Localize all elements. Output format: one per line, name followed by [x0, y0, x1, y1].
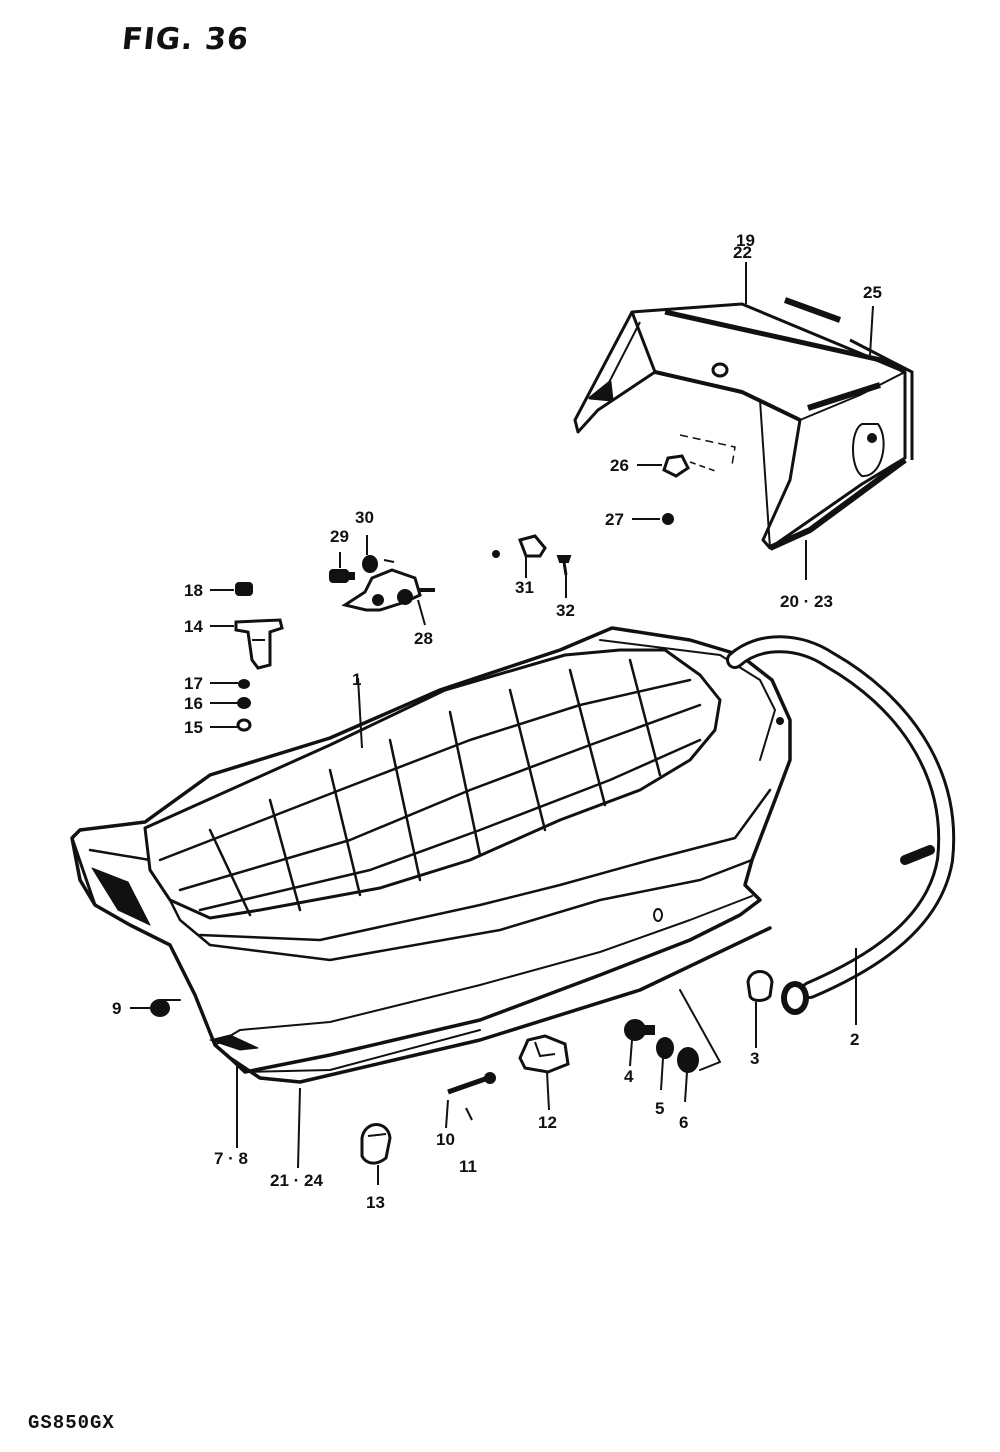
callout-31: 31 [515, 578, 534, 597]
callout-15: 15 [184, 718, 203, 737]
callout-22: 22 [733, 243, 752, 262]
callout-labels: 19 22 25 26 27 20 · 23 29 30 31 32 28 18… [112, 231, 882, 1212]
callout-5: 5 [655, 1099, 664, 1118]
callout-4: 4 [624, 1067, 634, 1086]
callout-17: 17 [184, 674, 203, 693]
callout-16: 16 [184, 694, 203, 713]
callout-14: 14 [184, 617, 203, 636]
callout-10: 10 [436, 1130, 455, 1149]
seat-quilting [143, 648, 722, 920]
callout-3: 3 [750, 1049, 759, 1068]
callout-30: 30 [355, 508, 374, 527]
callout-26: 26 [610, 456, 629, 475]
callout-13: 13 [366, 1193, 385, 1212]
main-seat [70, 626, 792, 1084]
callout-1: 1 [352, 670, 361, 689]
callout-32: 32 [556, 601, 575, 620]
callout-20-23: 20 · 23 [780, 592, 833, 611]
callout-27: 27 [605, 510, 624, 529]
callout-25: 25 [863, 283, 882, 302]
callout-21-24: 21 · 24 [270, 1171, 323, 1190]
callout-7-8: 7 · 8 [214, 1149, 248, 1168]
hardware-parts [150, 454, 774, 1165]
callout-19: 19 [736, 231, 755, 250]
callout-6: 6 [679, 1113, 688, 1132]
callout-18: 18 [184, 581, 203, 600]
model-code: GS850GX [28, 1412, 115, 1434]
leader-lines [130, 262, 874, 1185]
tail-cowl [573, 297, 914, 551]
callout-11: 11 [459, 1157, 477, 1176]
callout-12: 12 [538, 1113, 557, 1132]
callout-2: 2 [850, 1030, 859, 1049]
callout-9: 9 [112, 999, 121, 1018]
grab-rail [726, 635, 956, 1015]
callout-28: 28 [414, 629, 433, 648]
callout-29: 29 [330, 527, 349, 546]
